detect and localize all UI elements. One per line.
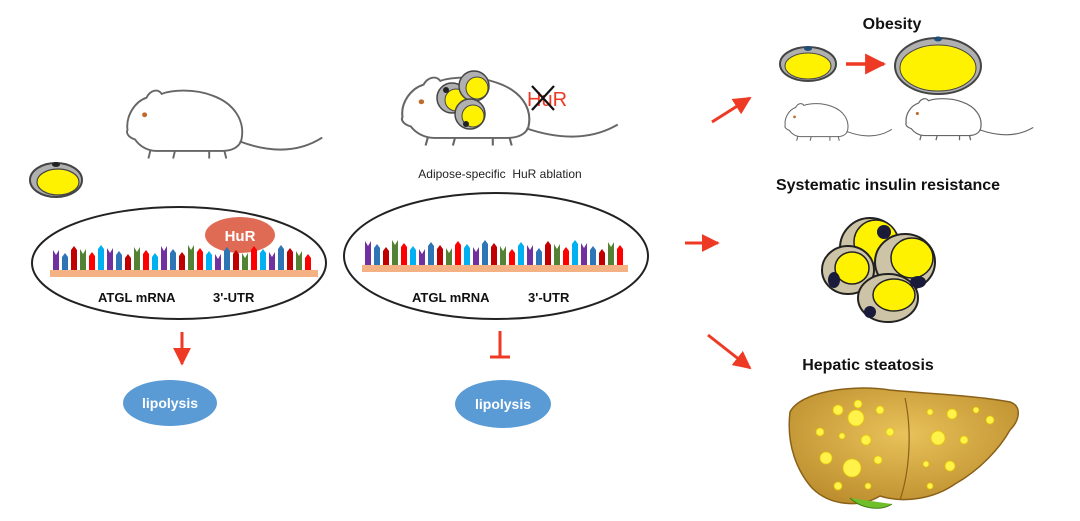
nucleotide-mark xyxy=(401,243,407,265)
adipocyte-icon xyxy=(29,162,83,198)
nucleotide-mark xyxy=(278,245,284,270)
nucleotide-mark xyxy=(197,248,203,270)
adipocyte-icon xyxy=(779,46,837,82)
nucleotide-mark xyxy=(125,254,131,270)
nucleotide-mark xyxy=(143,250,149,270)
mrna-label-middle: ATGL mRNA xyxy=(412,290,490,305)
nucleotide-mark xyxy=(383,247,389,265)
nucleotide-mark xyxy=(233,250,239,270)
nucleotide-mark xyxy=(581,243,587,265)
nucleotide-mark xyxy=(71,246,77,270)
nucleotide-mark xyxy=(464,244,470,265)
lipolysis-badge-middle: lipolysis xyxy=(455,380,551,428)
nucleotide-mark xyxy=(269,252,275,270)
nucleotide-mark xyxy=(80,249,86,270)
mrna-label-left: ATGL mRNA xyxy=(98,290,176,305)
nucleotide-mark xyxy=(374,244,380,265)
nucleotide-mark xyxy=(242,253,248,270)
nucleotide-mark xyxy=(53,250,59,270)
nucleotide-mark xyxy=(152,253,158,270)
nucleotide-mark xyxy=(473,247,479,265)
obese-mouse-icon xyxy=(905,98,1034,141)
nucleotide-mark xyxy=(482,240,488,265)
nucleotide-mark xyxy=(428,242,434,265)
nucleotide-mark xyxy=(446,248,452,265)
nucleotide-mark xyxy=(536,248,542,265)
mrna-strand-middle xyxy=(362,240,628,272)
nucleotide-mark xyxy=(527,245,533,265)
adipocyte-cluster-icon xyxy=(821,217,936,323)
nucleotide-mark xyxy=(179,252,185,270)
nucleotide-mark xyxy=(437,245,443,265)
right-panel: Obesity Systematic insulin resistance xyxy=(776,16,1034,509)
nucleotide-mark xyxy=(554,244,560,265)
nucleotide-mark xyxy=(410,246,416,265)
nucleotide-mark xyxy=(509,249,515,265)
nucleotide-mark xyxy=(170,249,176,270)
left-panel: HuR ATGL mRNA 3'-UTR lipolysis xyxy=(29,89,327,426)
nucleotide-mark xyxy=(590,246,596,265)
lipolysis-label-middle: lipolysis xyxy=(475,396,531,412)
nucleotide-mark xyxy=(419,249,425,265)
nucleotide-mark xyxy=(161,246,167,270)
nucleotide-mark xyxy=(134,247,140,270)
nucleotide-mark xyxy=(608,242,614,265)
mrna-backbone xyxy=(362,265,628,272)
utr-label-middle: 3'-UTR xyxy=(528,290,570,305)
mrna-strand-left xyxy=(50,245,318,277)
steatosis-title: Hepatic steatosis xyxy=(802,357,934,374)
nucleotide-mark xyxy=(491,243,497,265)
nucleotide-mark xyxy=(215,254,221,270)
mouse-icon xyxy=(784,103,893,142)
utr-label-left: 3'-UTR xyxy=(213,290,255,305)
nucleotide-mark xyxy=(98,245,104,270)
middle-panel: HuR Adipose-specific HuR ablation ATGL m… xyxy=(343,70,649,428)
hur-badge: HuR xyxy=(205,217,275,253)
nucleotide-mark xyxy=(251,246,257,270)
ablation-caption: Adipose-specific HuR ablation xyxy=(418,167,581,181)
mrna-backbone xyxy=(50,270,318,277)
outcome-arrows xyxy=(685,96,752,370)
hur-badge-label: HuR xyxy=(225,228,256,245)
adipocyte-cluster-icon xyxy=(436,70,490,130)
inhibit-symbol-middle xyxy=(490,331,510,359)
nucleotide-mark xyxy=(206,251,212,270)
nucleotide-mark xyxy=(116,251,122,270)
arrow-to-steatosis xyxy=(707,333,752,370)
enlarged-adipocyte-icon xyxy=(894,36,982,95)
nucleotide-mark xyxy=(599,249,605,265)
arrow-to-obesity xyxy=(711,96,752,124)
cross-mark-icon xyxy=(531,85,555,111)
nucleotide-mark xyxy=(260,249,266,270)
nucleotide-mark xyxy=(518,242,524,265)
nucleotide-mark xyxy=(188,245,194,270)
mouse-icon xyxy=(126,89,324,160)
nucleotide-mark xyxy=(305,254,311,270)
nucleotide-mark xyxy=(89,252,95,270)
nucleotide-mark xyxy=(392,240,398,265)
nucleotide-mark xyxy=(500,246,506,265)
insulin-resistance-title: Systematic insulin resistance xyxy=(776,177,1000,194)
nucleotide-mark xyxy=(62,253,68,270)
nucleotide-mark xyxy=(107,248,113,270)
nucleotide-mark xyxy=(563,247,569,265)
nucleotide-mark xyxy=(455,241,461,265)
nucleotide-mark xyxy=(572,240,578,265)
nucleotide-mark xyxy=(545,241,551,265)
mouse-icon xyxy=(400,76,619,147)
lipolysis-label-left: lipolysis xyxy=(142,395,198,411)
nucleotide-mark xyxy=(296,251,302,270)
nucleotide-mark xyxy=(287,248,293,270)
nucleotide-mark xyxy=(617,245,623,265)
nucleotide-mark xyxy=(224,247,230,270)
liver-icon xyxy=(788,387,1019,509)
obesity-title: Obesity xyxy=(863,16,922,33)
nucleotide-mark xyxy=(365,241,371,265)
hur-crossed-label: HuR xyxy=(527,85,567,111)
lipolysis-badge-left: lipolysis xyxy=(123,380,217,426)
